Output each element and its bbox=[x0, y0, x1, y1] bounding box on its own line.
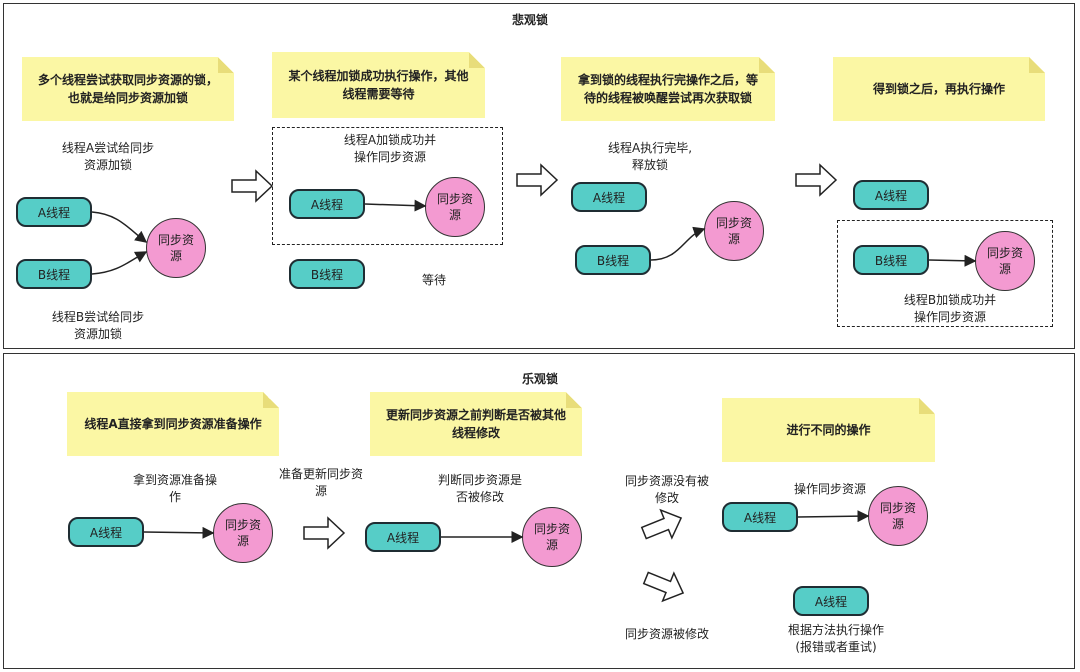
thread-a-node: A线程 bbox=[571, 182, 647, 212]
thread-a-node: A线程 bbox=[722, 502, 798, 532]
sync-resource-node: 同步资源 bbox=[213, 503, 273, 563]
step-label: 线程B加锁成功并操作同步资源 bbox=[903, 293, 997, 324]
thread-a-node: A线程 bbox=[793, 586, 869, 616]
step-label: 线程B尝试给同步资源加锁 bbox=[51, 310, 145, 341]
step-label: 拿到资源准备操作 bbox=[132, 473, 217, 504]
step-label: 判断同步资源是否被修改 bbox=[437, 473, 522, 504]
thread-b-node: B线程 bbox=[853, 245, 929, 275]
sticky-note: 某个线程加锁成功执行操作，其他线程需要等待 bbox=[272, 52, 485, 118]
thread-a-node: A线程 bbox=[289, 189, 365, 219]
branch-label: 同步资源没有被修改 bbox=[624, 474, 709, 505]
sticky-note: 更新同步资源之前判断是否被其他线程修改 bbox=[370, 392, 582, 456]
thread-a-node: A线程 bbox=[16, 197, 92, 227]
step-label: 根据方法执行操作(报错或者重试) bbox=[787, 623, 884, 654]
sync-resource-node: 同步资源 bbox=[146, 218, 206, 278]
thread-b-node: B线程 bbox=[289, 259, 365, 289]
sticky-note: 拿到锁的线程执行完操作之后，等待的线程被唤醒尝试再次获取锁 bbox=[561, 57, 775, 121]
thread-b-node: B线程 bbox=[575, 245, 651, 275]
pessimistic-lock-title: 悲观锁 bbox=[511, 13, 548, 27]
sticky-note: 线程A直接拿到同步资源准备操作 bbox=[67, 392, 279, 456]
sync-resource-node: 同步资源 bbox=[425, 177, 485, 237]
branch-label: 同步资源被修改 bbox=[624, 627, 709, 641]
thread-b-node: B线程 bbox=[16, 259, 92, 289]
step-label: 线程A尝试给同步资源加锁 bbox=[61, 141, 155, 172]
step-label: 准备更新同步资源 bbox=[278, 467, 363, 498]
sync-resource-node: 同步资源 bbox=[868, 486, 928, 546]
sync-resource-node: 同步资源 bbox=[975, 231, 1035, 291]
step-label: 操作同步资源 bbox=[793, 482, 866, 496]
step-label: 线程A执行完毕,释放锁 bbox=[607, 141, 693, 172]
thread-a-node: A线程 bbox=[365, 522, 441, 552]
wait-label: 等待 bbox=[421, 273, 446, 287]
sticky-note: 得到锁之后，再执行操作 bbox=[833, 57, 1045, 121]
sync-resource-node: 同步资源 bbox=[704, 201, 764, 261]
thread-a-node: A线程 bbox=[68, 517, 144, 547]
thread-a-node: A线程 bbox=[853, 180, 929, 210]
step-label: 线程A加锁成功并操作同步资源 bbox=[343, 133, 437, 164]
sticky-note: 多个线程尝试获取同步资源的锁，也就是给同步资源加锁 bbox=[22, 57, 234, 121]
sticky-note: 进行不同的操作 bbox=[722, 398, 935, 462]
sync-resource-node: 同步资源 bbox=[522, 507, 582, 567]
lock-held-box bbox=[837, 220, 1053, 327]
optimistic-lock-title: 乐观锁 bbox=[521, 372, 558, 386]
